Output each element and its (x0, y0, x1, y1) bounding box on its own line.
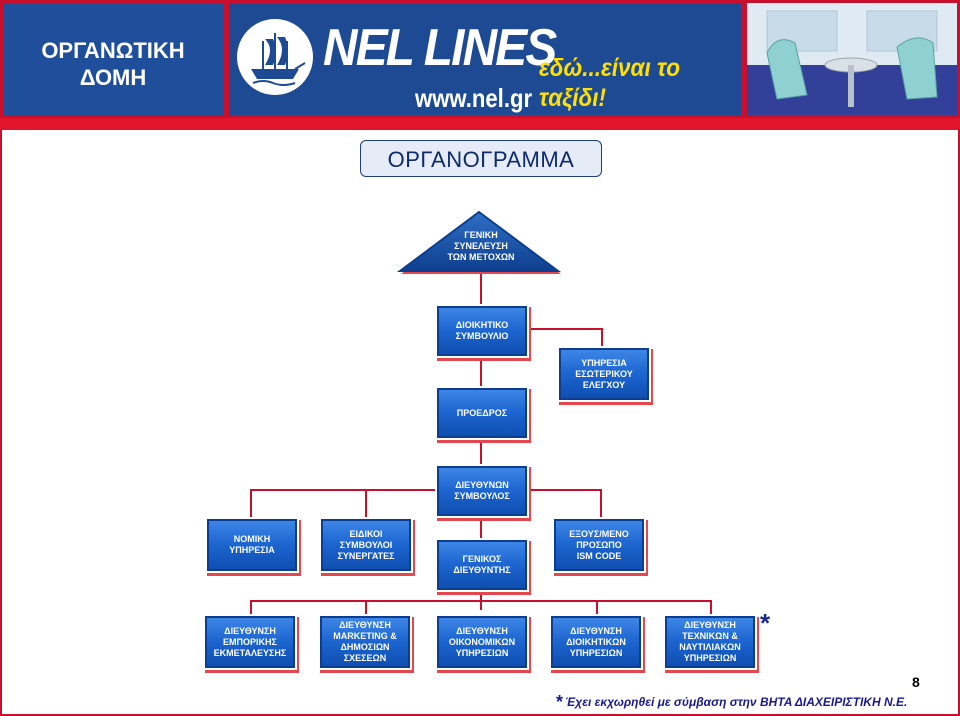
org-box-board: ΔΙΟΙΚΗΤΙΚΟ ΣΥΜΒΟΥΛΙΟ (437, 306, 527, 356)
org-box-dept-commercial: ΔΙΕΥΘΥΝΣΗ ΕΜΠΟΡΙΚΗΣ ΕΚΜΕΤΑΛΕΥΣΗΣ (205, 616, 295, 668)
connector-ceo-gm (480, 516, 482, 540)
connector-board-audit-v (601, 328, 603, 348)
header-title-line1: ΟΡΓΑΝΩΤΙΚΗ (41, 38, 185, 63)
general-assembly-shape (396, 210, 562, 274)
page-title: ΟΡΓΑΝΟΓΡΑΜΜΑ (387, 147, 575, 172)
ship-lounge-photo (744, 0, 960, 118)
footnote: *Έχει εκχωρηθεί με σύμβαση στην ΒΗΤΑ ΔΙΑ… (556, 692, 907, 713)
org-box-general-manager: ΓΕΝΙΚΟΣ ΔΙΕΥΘΥΝΤΗΣ (437, 540, 527, 590)
org-box-ceo: ΔΙΕΥΘΥΝΩΝ ΣΥΜΒΟΥΛΟΣ (437, 466, 527, 516)
page-number: 8 (912, 674, 920, 690)
brand-url: www.nel.gr (415, 83, 533, 113)
org-box-dept-marketing: ΔΙΕΥΘΥΝΣΗ MARKETING & ΔΗΜΟΣΙΩΝ ΣΧΕΣΕΩΝ (320, 616, 410, 668)
connector-chairman-ceo (480, 438, 482, 466)
general-assembly-label: ΓΕΝΙΚΗ ΣΥΝΕΛΕΥΣΗ ΤΩΝ ΜΕΤΟΧΩΝ (447, 230, 515, 262)
org-box-ism: ΕΞΟΥΣ/ΜΕΝΟ ΠΡΟΣΩΠΟ ISM CODE (554, 519, 644, 571)
connector-dept2-v (365, 600, 367, 616)
connector-board-audit-h (527, 328, 603, 330)
connector-advisors-v (365, 489, 367, 519)
connector-assembly-board (480, 274, 482, 306)
footnote-text: Έχει εκχωρηθεί με σύμβαση στην ΒΗΤΑ ΔΙΑΧ… (565, 695, 908, 709)
connector-ism-v (600, 489, 602, 519)
connector-dept1-v (250, 600, 252, 616)
org-box-legal: ΝΟΜΙΚΗ ΥΠΗΡΕΣΙΑ (207, 519, 297, 571)
org-box-dept-technical: ΔΙΕΥΘΥΝΣΗ ΤΕΧΝΙΚΩΝ & ΝΑΥΤΙΛΙΑΚΩΝ ΥΠΗΡΕΣΙ… (665, 616, 755, 668)
header-title-line2: ΔΟΜΗ (79, 65, 147, 90)
ship-logo-icon (237, 19, 313, 95)
header-divider (0, 118, 960, 130)
connector-board-chairman (480, 356, 482, 388)
outsourced-asterisk: * (760, 608, 771, 638)
org-box-advisors: ΕΙΔΙΚΟΙ ΣΥΜΒΟΥΛΟΙ ΣΥΝΕΡΓΑΤΕΣ (321, 519, 411, 571)
connector-depts-h (250, 600, 712, 602)
header-title: ΟΡΓΑΝΩΤΙΚΗ ΔΟΜΗ (3, 37, 223, 91)
footnote-asterisk: * (556, 692, 564, 712)
brand-slogan: εδώ...είναι το ταξίδι! (539, 54, 680, 112)
connector-ceo-staff-h (250, 489, 602, 491)
connector-dept4-v (596, 600, 598, 616)
org-box-internal-audit: ΥΠΗΡΕΣΙΑ ΕΣΩΤΕΡΙΚΟΥ ΕΛΕΓΧΟΥ (559, 348, 649, 400)
org-box-dept-finance: ΔΙΕΥΘΥΝΣΗ ΟΙΚΟΝΟΜΙΚΩΝ ΥΠΗΡΕΣΙΩΝ (437, 616, 527, 668)
page-title-badge: ΟΡΓΑΝΟΓΡΑΜΜΑ (360, 140, 602, 177)
header-title-panel: ΟΡΓΑΝΩΤΙΚΗ ΔΟΜΗ (0, 0, 226, 118)
connector-legal-v (250, 489, 252, 519)
nel-lines-banner: NEL LINES www.nel.gr εδώ...είναι το ταξί… (226, 0, 744, 118)
org-box-dept-administration: ΔΙΕΥΘΥΝΣΗ ΔΙΟΙΚΗΤΙΚΩΝ ΥΠΗΡΕΣΙΩΝ (551, 616, 641, 668)
connector-dept5-v (710, 600, 712, 616)
org-box-chairman: ΠΡΟΕΔΡΟΣ (437, 388, 527, 438)
brand-name: NEL LINES (323, 19, 557, 77)
